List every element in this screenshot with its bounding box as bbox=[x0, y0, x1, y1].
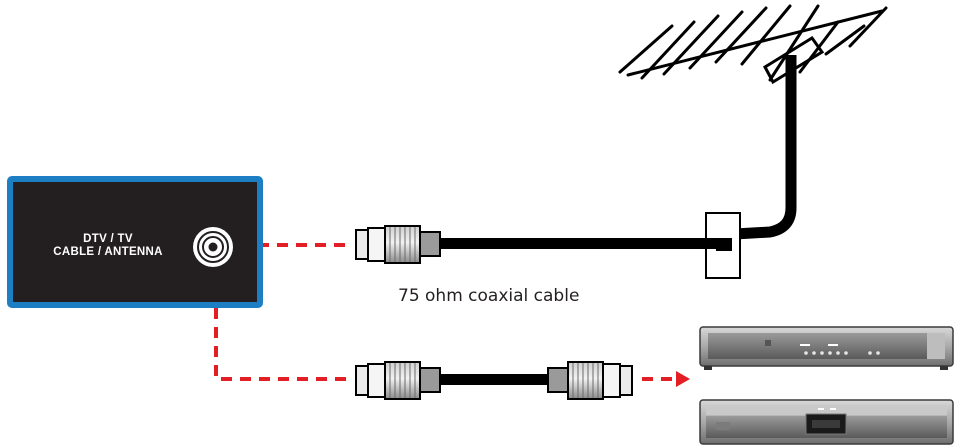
rf-plug-icon bbox=[355, 225, 441, 264]
tv-input-label: DTV / TV CABLE / ANTENNA bbox=[29, 233, 187, 259]
tv-input-panel: DTV / TV CABLE / ANTENNA bbox=[7, 176, 263, 308]
set-top-box-icon bbox=[699, 326, 954, 370]
rf-plug-icon bbox=[547, 361, 633, 400]
tv-input-label-line1: DTV / TV bbox=[83, 233, 133, 245]
antenna-icon bbox=[618, 4, 888, 240]
coaxial-socket-icon bbox=[193, 227, 233, 267]
rf-plug-icon bbox=[355, 361, 441, 400]
coaxial-cable-lower bbox=[440, 374, 548, 385]
vcr-icon bbox=[699, 399, 954, 445]
cable-caption: 75 ohm coaxial cable bbox=[398, 286, 580, 306]
coaxial-cable bbox=[440, 238, 717, 249]
tv-input-label-line2: CABLE / ANTENNA bbox=[53, 246, 163, 258]
